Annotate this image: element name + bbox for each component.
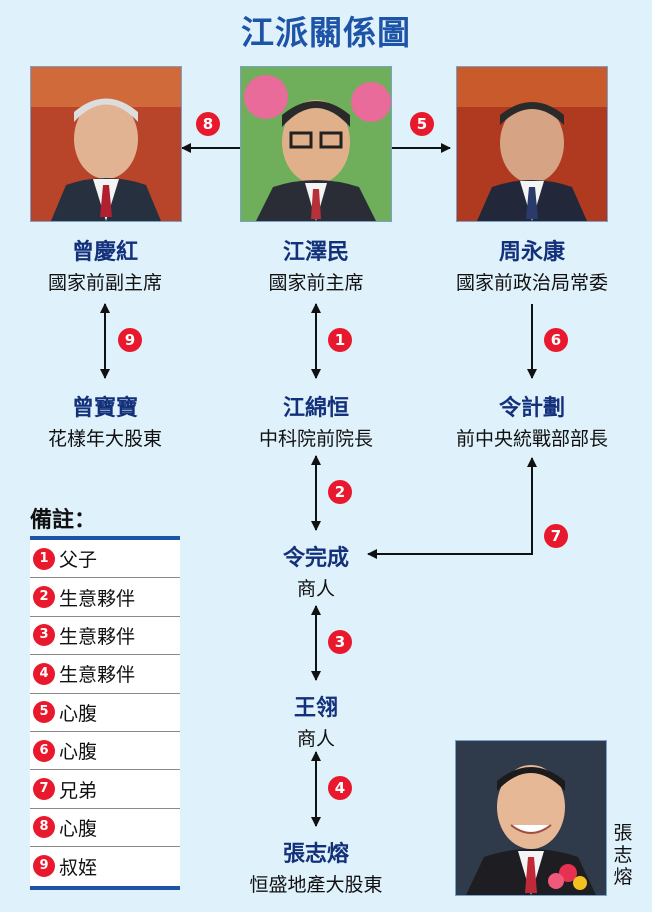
note-text: 生意夥伴 — [59, 625, 136, 648]
edge-2-badge: 2 — [328, 480, 352, 504]
edge-7-badge: 7 — [544, 524, 568, 548]
edge-3-badge: 3 — [328, 630, 352, 654]
node-name-zeng-baobao: 曾寶寶 — [71, 396, 138, 421]
note-text: 心腹 — [59, 741, 98, 764]
node-role-zhou-yongkang: 國家前政治局常委 — [455, 272, 608, 294]
photo-jiang-zemin — [240, 66, 392, 222]
node-name-zeng-qinghong: 曾慶紅 — [71, 240, 138, 265]
photo-zhang-zhirong — [455, 740, 607, 896]
edge-6-badge: 6 — [544, 328, 568, 352]
node-name-jiang-zemin: 江澤民 — [282, 240, 349, 265]
photo-zhou-yongkang — [456, 66, 608, 222]
photo-zeng-qinghong — [30, 66, 182, 222]
note-text: 兄弟 — [59, 779, 98, 802]
edge-9-badge: 9 — [118, 328, 142, 352]
note-text: 生意夥伴 — [59, 587, 136, 610]
node-role-zhang-zhirong: 恒盛地產大股東 — [249, 874, 383, 896]
note-text: 心腹 — [59, 817, 98, 840]
node-role-ling-wancheng: 商人 — [296, 578, 335, 600]
note-text: 生意夥伴 — [59, 664, 136, 687]
note-text: 叔姪 — [59, 856, 98, 879]
notes-title: 備註： — [30, 508, 97, 533]
note-number-badge: 8 — [33, 816, 55, 839]
photo-caption-char: 張 — [613, 822, 633, 844]
node-role-jiang-mianheng: 中科院前院長 — [258, 428, 373, 450]
note-number-badge: 6 — [33, 739, 55, 762]
note-number-badge: 2 — [33, 586, 55, 609]
note-number-badge: 5 — [33, 701, 55, 724]
photo-caption-char: 志 — [613, 844, 633, 866]
edge-1-badge: 1 — [328, 328, 352, 352]
note-number-badge: 4 — [33, 662, 55, 685]
note-number-badge: 3 — [33, 624, 55, 647]
node-name-zhang-zhirong: 張志熔 — [282, 842, 349, 867]
node-role-zeng-baobao: 花樣年大股東 — [47, 428, 162, 450]
diagram-title: 江派關係圖 — [241, 13, 411, 52]
node-name-ling-jihua: 令計劃 — [498, 396, 565, 421]
note-text: 心腹 — [59, 702, 98, 725]
note-text: 父子 — [59, 549, 98, 572]
node-role-ling-jihua: 前中央統戰部部長 — [455, 428, 608, 450]
edge-5-badge: 5 — [410, 112, 434, 136]
edge-8-badge: 8 — [196, 112, 220, 136]
node-name-zhou-yongkang: 周永康 — [498, 240, 565, 265]
photo-caption-vertical: 張志熔 — [611, 822, 635, 888]
node-name-jiang-mianheng: 江綿恒 — [282, 396, 349, 421]
edge-7-arrow — [367, 457, 537, 559]
note-number-badge: 1 — [33, 547, 55, 570]
node-role-zeng-qinghong: 國家前副主席 — [47, 272, 162, 294]
node-name-wang-xu: 王翎 — [293, 696, 338, 721]
note-number-badge: 7 — [33, 778, 55, 801]
node-role-jiang-zemin: 國家前主席 — [268, 272, 364, 294]
node-role-wang-xu: 商人 — [296, 728, 335, 750]
edge-4-badge: 4 — [328, 776, 352, 800]
note-number-badge: 9 — [33, 855, 55, 878]
photo-caption-char: 熔 — [613, 866, 633, 888]
node-name-ling-wancheng: 令完成 — [282, 546, 349, 571]
